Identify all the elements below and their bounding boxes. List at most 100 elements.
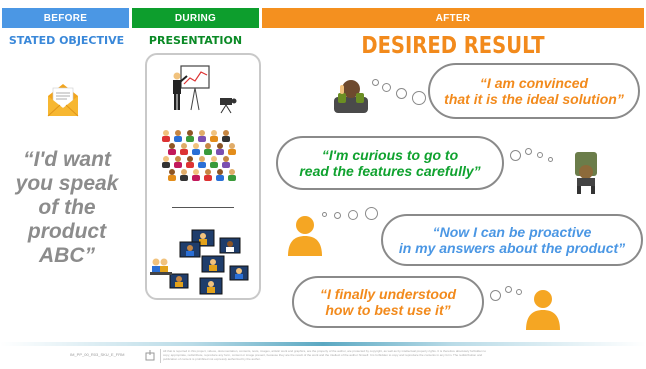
thumbs-up-icon <box>334 80 368 113</box>
footer-divider <box>160 349 161 363</box>
thought-dot <box>505 286 512 293</box>
thought-dot <box>365 207 378 220</box>
envelope-icon <box>47 84 79 117</box>
person-icon <box>288 216 322 256</box>
thought-dot <box>372 79 379 86</box>
stated-objective-title: STATED OBJECTIVE <box>8 34 125 47</box>
crowd-person-body <box>162 136 170 142</box>
crowd-person-body <box>192 149 200 155</box>
crowd-person-head <box>193 143 199 149</box>
crowd-person-head <box>211 130 217 136</box>
crowd-person-head <box>187 156 193 162</box>
crowd-person-body <box>222 136 230 142</box>
bubble-text: read the features carefully” <box>299 163 481 179</box>
crowd-person-head <box>229 169 235 175</box>
crowd-person-head <box>169 143 175 149</box>
crowd-person-body <box>204 149 212 155</box>
crowd-person-head <box>229 143 235 149</box>
crowd-person-head <box>211 156 217 162</box>
crowd-person-head <box>175 130 181 136</box>
bubble-text: in my answers about the product” <box>398 240 626 256</box>
before-quote-line: “I'd want <box>23 148 111 171</box>
thought-dot <box>396 88 407 99</box>
before-quote-line: of the <box>38 196 96 219</box>
crowd-person-head <box>181 169 187 175</box>
crowd-person-head <box>187 130 193 136</box>
header-before: BEFORE <box>2 8 129 28</box>
crowd-person-body <box>222 162 230 168</box>
thought-dot <box>548 157 553 162</box>
crowd-person-body <box>198 136 206 142</box>
crowd-person-head <box>223 130 229 136</box>
thought-dot <box>382 83 391 92</box>
thought-dot <box>490 290 501 301</box>
presenter-icon <box>173 65 237 114</box>
thought-dot <box>412 91 426 105</box>
crowd-person-body <box>228 149 236 155</box>
crowd-person-body <box>192 175 200 181</box>
crowd-person-body <box>210 136 218 142</box>
video-conference-icon <box>150 229 249 295</box>
before-quote-line: ABC” <box>39 244 95 267</box>
crowd-person-head <box>217 169 223 175</box>
crowd-figures <box>162 130 236 181</box>
thought-dot <box>322 212 327 217</box>
crowd-person-head <box>223 156 229 162</box>
crowd-icon <box>162 130 236 181</box>
crowd-person-body <box>216 175 224 181</box>
presentation-title: PRESENTATION <box>148 34 243 47</box>
crowd-person-head <box>217 143 223 149</box>
crowd-person-body <box>210 162 218 168</box>
crowd-person-body <box>174 162 182 168</box>
crowd-person-head <box>175 156 181 162</box>
crowd-person-head <box>193 169 199 175</box>
before-quote-line: product <box>27 220 107 243</box>
header-during: DURING <box>132 8 259 28</box>
thought-dot <box>516 289 522 295</box>
bubble-text: “I'm curious to go to <box>321 147 459 163</box>
bubble-text: “Now I can be proactive <box>432 224 592 240</box>
crowd-person-head <box>169 169 175 175</box>
desired-result-title: DESIRED RESULT <box>361 33 545 59</box>
person-icon <box>575 152 597 194</box>
crowd-person-body <box>198 162 206 168</box>
thought-dot <box>334 212 341 219</box>
before-quote: “I'd want you speak of the product ABC” <box>8 148 126 268</box>
footer-legal-text: All that is reported in this project, vi… <box>163 349 487 361</box>
crowd-person-body <box>168 175 176 181</box>
crowd-person-body <box>180 175 188 181</box>
footer-bar <box>0 342 646 346</box>
crowd-person-body <box>186 162 194 168</box>
crowd-person-head <box>205 169 211 175</box>
crowd-person-body <box>186 136 194 142</box>
crowd-person-head <box>181 143 187 149</box>
crowd-person-body <box>174 136 182 142</box>
crowd-person-head <box>163 156 169 162</box>
thought-dot <box>510 150 521 161</box>
crowd-person-body <box>228 175 236 181</box>
before-quote-line: you speak <box>15 172 119 195</box>
thought-dot <box>525 148 532 155</box>
bubble-text: how to best use it” <box>325 302 451 318</box>
bubble-text: “I am convinced <box>479 75 589 91</box>
crowd-person-head <box>163 130 169 136</box>
thought-dot <box>348 210 358 220</box>
bubble-text: “I finally understood <box>319 286 457 302</box>
copyright-logo-icon <box>145 350 155 361</box>
crowd-person-head <box>199 156 205 162</box>
crowd-person-body <box>204 175 212 181</box>
thought-dot <box>537 152 543 158</box>
crowd-person-body <box>162 162 170 168</box>
crowd-person-body <box>168 149 176 155</box>
footer-doc-id: IM_PP_00_R03_SKU_E_FRM <box>70 352 125 357</box>
crowd-person-body <box>216 149 224 155</box>
person-icon <box>526 290 560 330</box>
crowd-person-body <box>180 149 188 155</box>
panel-divider <box>172 207 234 208</box>
bubble-text: that it is the ideal solution” <box>444 91 624 107</box>
